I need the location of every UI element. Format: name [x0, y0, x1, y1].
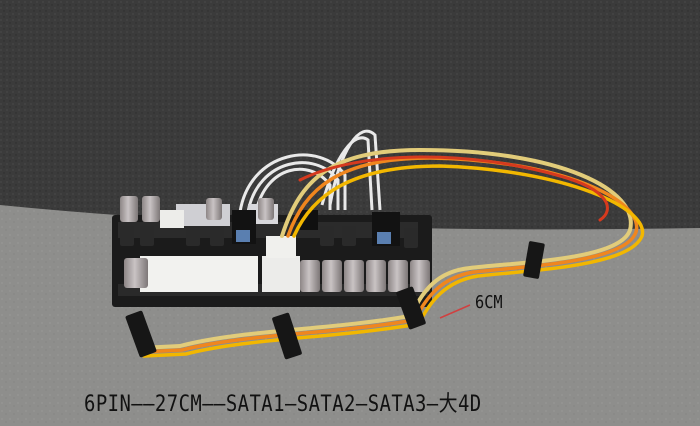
capacitors-top	[120, 196, 274, 222]
capacitors-small	[120, 226, 418, 248]
sata-connectors	[125, 241, 545, 360]
capacitors-bottom	[124, 258, 430, 292]
wire-harness	[138, 147, 645, 358]
cable-length-label: 6CM	[475, 292, 503, 313]
backdrop	[0, 0, 700, 230]
measure-line	[439, 304, 471, 319]
cable-spec-caption: 6PIN——27CM——SATA1—SATA2—SATA3—大4D	[84, 392, 482, 417]
